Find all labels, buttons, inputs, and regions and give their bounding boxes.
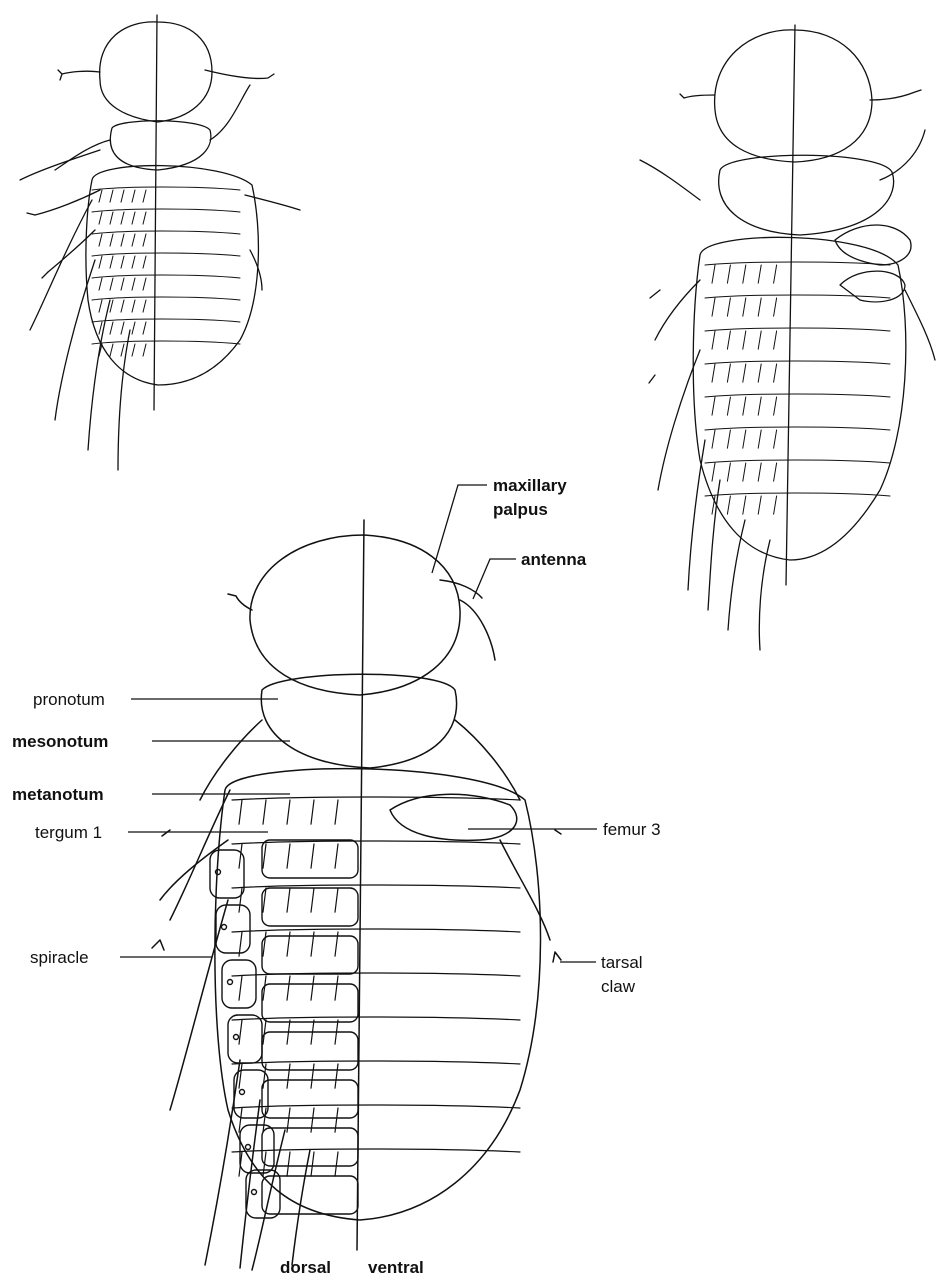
- label-antenna: antenna: [521, 550, 587, 569]
- label-spiracle: spiracle: [30, 948, 89, 967]
- label-ventral: ventral: [368, 1258, 424, 1277]
- label-tergum-1: tergum 1: [35, 823, 102, 842]
- label-dorsal: dorsal: [280, 1258, 331, 1277]
- label-metanotum: metanotum: [12, 785, 104, 804]
- specimen-large-labelled: [152, 520, 561, 1270]
- annotations: maxillary palpus antenna pronotum mesono…: [12, 476, 661, 1277]
- label-tarsal-claw-1: tarsal: [601, 953, 643, 972]
- specimen-medium-right: [640, 25, 935, 650]
- specimen-small-left: [20, 15, 300, 470]
- label-maxillary-palpus-1: maxillary: [493, 476, 567, 495]
- label-maxillary-palpus-2: palpus: [493, 500, 548, 519]
- label-pronotum: pronotum: [33, 690, 105, 709]
- label-tarsal-claw-2: claw: [601, 977, 636, 996]
- label-mesonotum: mesonotum: [12, 732, 108, 751]
- label-femur-3: femur 3: [603, 820, 661, 839]
